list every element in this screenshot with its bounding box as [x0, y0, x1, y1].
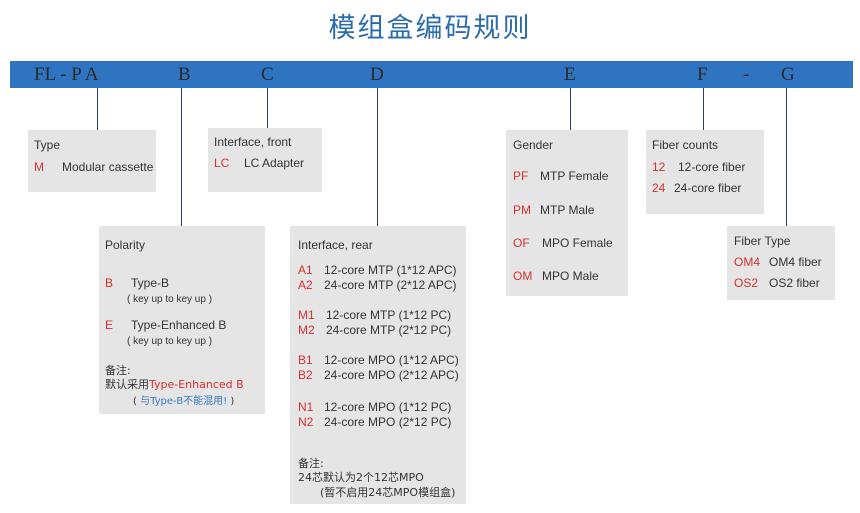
gender-label-of: MPO Female	[542, 236, 613, 250]
connector-fiber-type	[786, 88, 787, 226]
rear-label-n1: 12-core MPO (1*12 PC)	[324, 400, 452, 414]
gender-label-pm: MTP Male	[540, 203, 595, 217]
rear-label-b2: 24-core MPO (2*12 APC)	[324, 368, 459, 382]
fiber-counts-label-24: 24-core fiber	[674, 181, 742, 195]
fiber-type-box: Fiber Type OM4 OM4 fiber OS2 OS2 fiber	[727, 226, 835, 300]
interface-rear-heading: Interface, rear	[298, 238, 373, 252]
connector-gender	[570, 88, 571, 130]
code-segment-c: C	[261, 64, 274, 85]
rear-code-b2: B2	[298, 368, 313, 382]
gender-heading: Gender	[513, 138, 554, 152]
rear-label-m1: 12-core MTP (1*12 PC)	[326, 308, 452, 322]
rear-code-n1: N1	[298, 400, 314, 414]
connector-fiber-counts	[703, 88, 704, 130]
rear-remark-label: 备注:	[298, 457, 324, 470]
interface-front-box: Interface, front LC LC Adapter	[208, 128, 322, 192]
rear-code-a1: A1	[298, 263, 313, 277]
fiber-type-label-om4: OM4 fiber	[769, 255, 822, 269]
polarity-e-label: Type-Enhanced B	[131, 318, 227, 332]
code-segment-g: G	[781, 64, 795, 85]
rear-code-a2: A2	[298, 278, 313, 292]
polarity-b-code: B	[105, 276, 114, 290]
fiber-counts-label-12: 12-core fiber	[678, 160, 746, 174]
code-bar	[10, 61, 853, 88]
fiber-counts-code-24: 24	[652, 181, 666, 195]
rear-label-b1: 12-core MPO (1*12 APC)	[324, 353, 459, 367]
polarity-e-code: E	[105, 318, 114, 332]
fiber-type-heading: Fiber Type	[734, 234, 791, 248]
type-label: Modular cassette	[62, 160, 154, 174]
rear-label-a1: 12-core MTP (1*12 APC)	[324, 263, 457, 277]
rear-label-m2: 24-core MTP (2*12 PC)	[326, 323, 452, 337]
polarity-remark-sub: ( 与Type-B不能混用! )	[133, 396, 235, 407]
fiber-counts-box: Fiber counts 12 12-core fiber 24 24-core…	[646, 130, 764, 214]
interface-front-label: LC Adapter	[244, 156, 305, 170]
interface-front-code: LC	[214, 156, 230, 170]
type-code: M	[34, 160, 44, 174]
type-box: Type M Modular cassette	[28, 130, 156, 192]
interface-rear-box: Interface, rear A1 12-core MTP (1*12 APC…	[290, 226, 466, 504]
code-segment-f: F	[697, 64, 708, 85]
rear-label-n2: 24-core MPO (2*12 PC)	[324, 415, 452, 429]
gender-label-om: MPO Male	[542, 269, 599, 283]
rear-code-b1: B1	[298, 353, 313, 367]
connector-polarity	[181, 88, 182, 226]
polarity-b-label: Type-B	[131, 276, 170, 290]
connector-interface-front	[267, 88, 268, 128]
rear-remark-line2: (暂不启用24芯MPO模组盒)	[320, 486, 456, 499]
gender-code-om: OM	[513, 269, 533, 283]
polarity-e-note: ( key up to key up )	[127, 336, 213, 347]
polarity-remark-label: 备注:	[105, 364, 131, 377]
connector-type	[97, 88, 98, 130]
gender-label-pf: MTP Female	[540, 169, 609, 183]
fiber-counts-code-12: 12	[652, 160, 666, 174]
fiber-type-label-os2: OS2 fiber	[769, 276, 820, 290]
gender-code-pm: PM	[513, 203, 531, 217]
code-segment-d: D	[370, 64, 384, 85]
rear-code-m2: M2	[298, 323, 315, 337]
polarity-box: Polarity B Type-B ( key up to key up ) E…	[99, 226, 265, 414]
gender-code-of: OF	[513, 236, 530, 250]
rear-label-a2: 24-core MTP (2*12 APC)	[324, 278, 457, 292]
code-segment-e: E	[564, 64, 576, 85]
type-heading: Type	[34, 138, 61, 152]
gender-code-pf: PF	[513, 169, 529, 183]
page-title: 模组盒编码规则	[328, 13, 532, 44]
gender-box: Gender PF MTP Female PM MTP Male OF MPO …	[506, 130, 628, 296]
fiber-type-code-os2: OS2	[734, 276, 759, 290]
interface-front-heading: Interface, front	[214, 135, 292, 149]
code-segment-b: B	[178, 64, 191, 85]
rear-remark-line1: 24芯默认为2个12芯MPO	[298, 471, 424, 484]
connector-interface-rear	[377, 88, 378, 226]
code-separator: -	[743, 64, 750, 85]
rear-code-n2: N2	[298, 415, 314, 429]
rear-code-m1: M1	[298, 308, 315, 322]
code-segment-fl-pa: FL - P A	[34, 64, 99, 85]
polarity-remark: 默认采用Type-Enhanced B	[105, 378, 244, 391]
fiber-type-code-om4: OM4	[734, 255, 761, 269]
polarity-heading: Polarity	[105, 238, 146, 252]
fiber-counts-heading: Fiber counts	[652, 138, 719, 152]
polarity-b-note: ( key up to key up )	[127, 294, 213, 305]
